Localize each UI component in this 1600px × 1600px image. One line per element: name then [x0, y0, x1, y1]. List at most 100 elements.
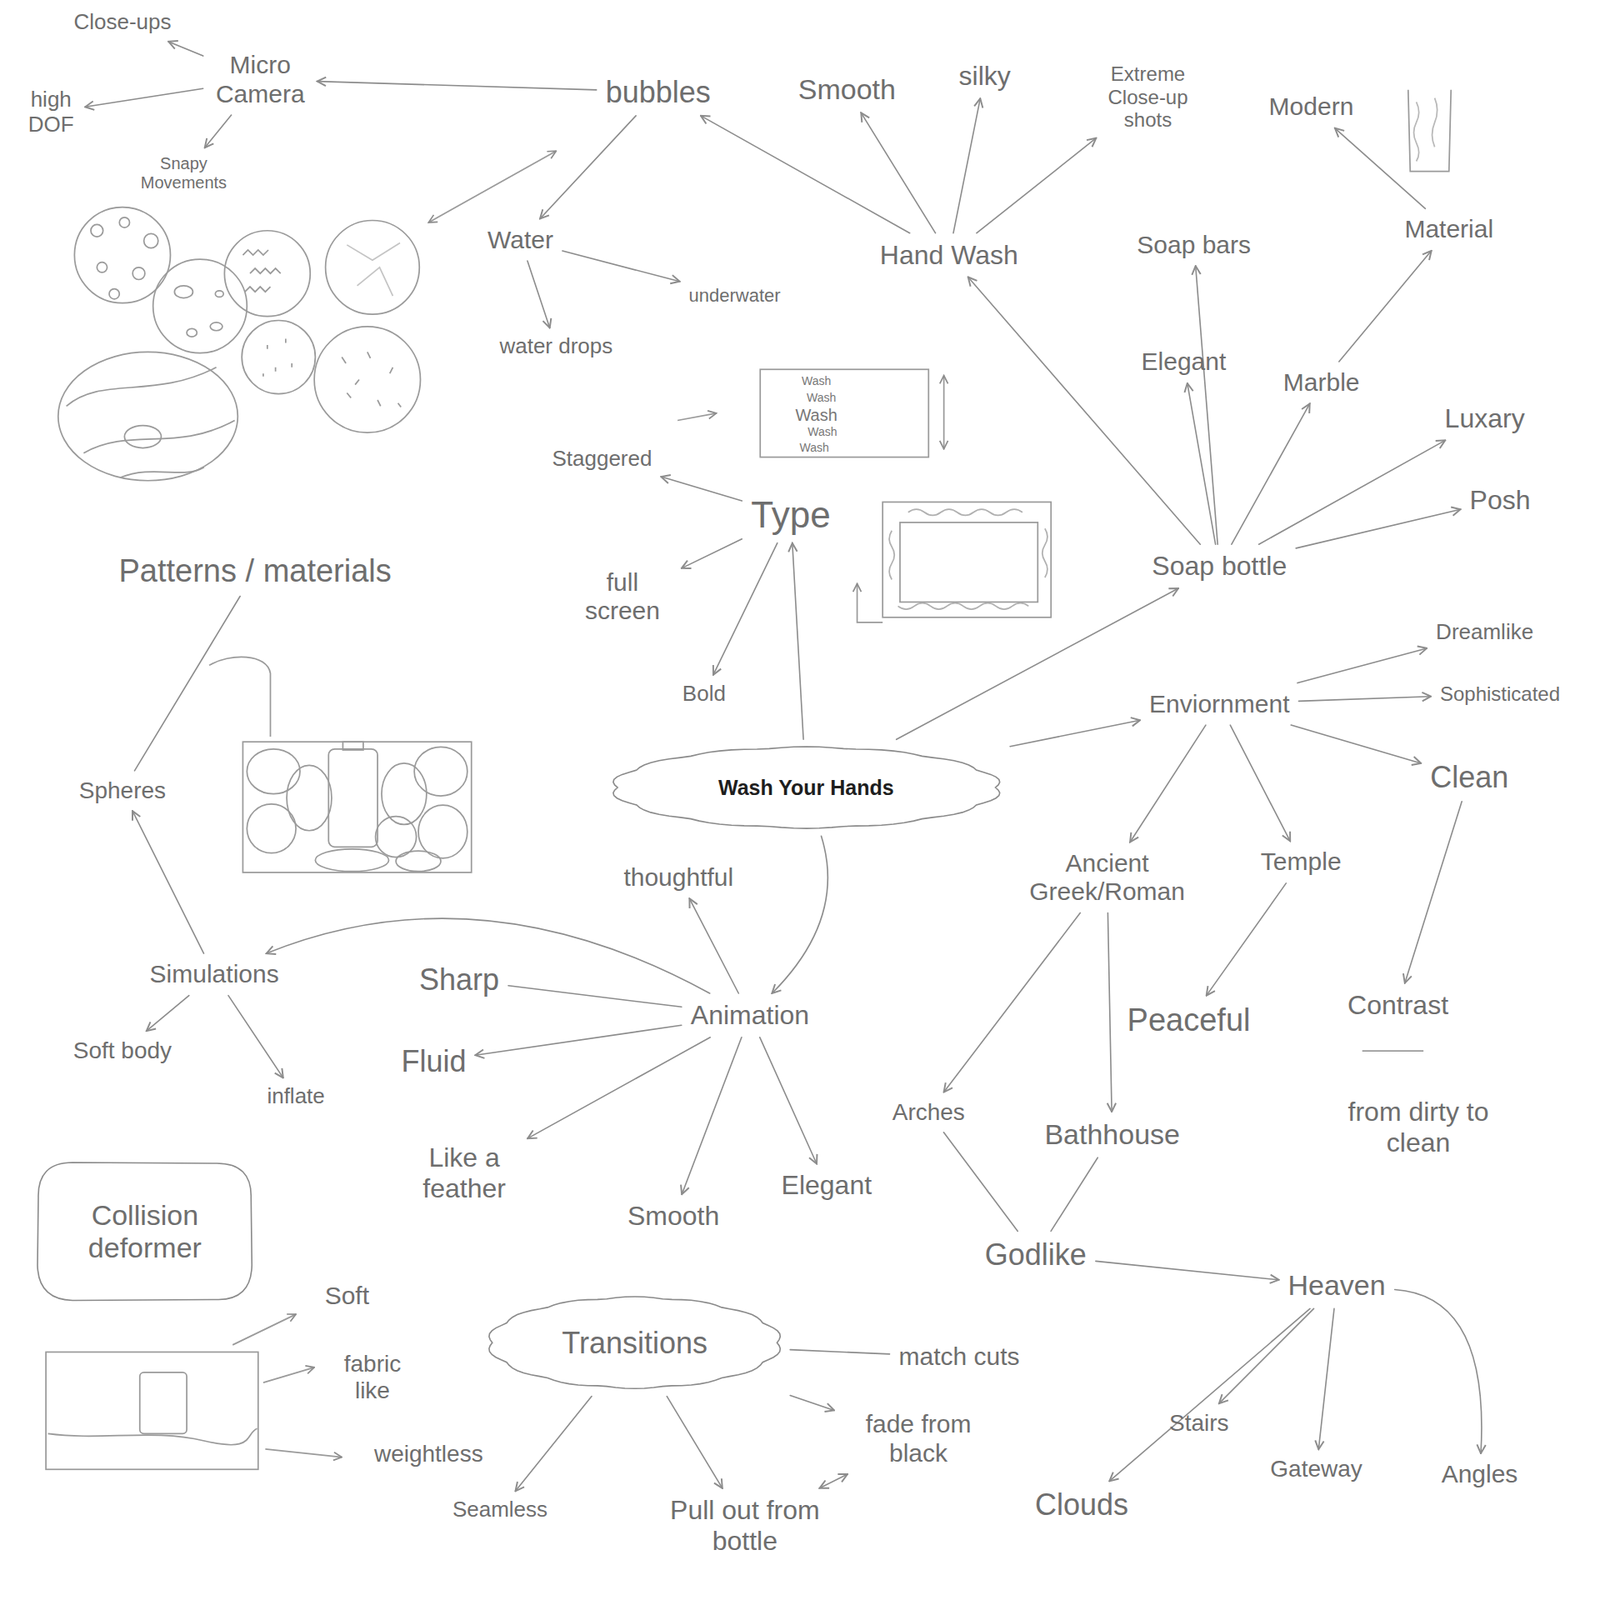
mind-map-word: Ancient Greek/Roman — [1007, 847, 1208, 909]
bracket — [209, 656, 270, 737]
connector-arrow — [681, 1037, 742, 1195]
connector-arrow — [1295, 509, 1460, 549]
type-frame-sketch — [760, 369, 929, 457]
shape-outline-path — [489, 1296, 780, 1389]
connector-arrow — [689, 898, 739, 994]
node-text: Material — [1404, 215, 1494, 245]
connector-arrow — [146, 995, 190, 1032]
connector-arrow — [475, 1025, 681, 1055]
node-text: Soft — [325, 1281, 370, 1311]
bubble-sketch — [325, 220, 420, 315]
node-text: weightless — [374, 1440, 484, 1468]
mind-map-word: from dirty to clean — [1310, 1095, 1527, 1160]
node-text: match cuts — [898, 1342, 1020, 1372]
connector-arrow — [700, 115, 910, 234]
connector-arrow — [896, 588, 1179, 740]
small-arrow — [677, 413, 717, 421]
node-text: Gateway — [1270, 1455, 1363, 1483]
node-text: Like a feather — [410, 1142, 519, 1205]
connector-arrow — [790, 1395, 835, 1411]
shape-outline-path — [37, 1162, 252, 1300]
node-text: full screen — [572, 568, 673, 626]
bubble-dot — [109, 289, 120, 300]
node-text: Collision deformer — [39, 1199, 250, 1265]
node-text: Staggered — [551, 446, 652, 472]
bubble-dot — [132, 267, 145, 280]
node-text: Peaceful — [1127, 1002, 1251, 1040]
connector-arrow — [1335, 128, 1426, 210]
node-text: Soap bottle — [1151, 550, 1287, 582]
connector-arrow — [1339, 250, 1432, 362]
connector-arrow — [132, 810, 205, 954]
connector-arrow — [1405, 801, 1462, 984]
connector-arrow — [1010, 720, 1140, 747]
node-text: Transitions — [561, 1325, 708, 1360]
sketch-label: Wash — [795, 405, 837, 425]
sphere-sketch — [414, 746, 468, 796]
mind-map-word: Dreamlike — [1431, 618, 1538, 647]
connector-arrow — [1230, 725, 1290, 841]
idea-cloud: Transitions — [484, 1294, 785, 1391]
bubble-dot — [119, 217, 130, 228]
connector-arrow — [1195, 265, 1219, 545]
bubble-blob — [124, 425, 161, 449]
mind-map-word: Smooth — [794, 71, 900, 108]
node-text: Angles — [1441, 1460, 1519, 1490]
connector-arrow — [1290, 725, 1421, 764]
node-text: Clouds — [1035, 1487, 1129, 1522]
sphere-sketch — [246, 749, 300, 795]
bubble-blob — [215, 290, 224, 297]
sketch-label: Wash — [807, 425, 837, 439]
bubble-blob — [210, 322, 223, 331]
bottle-sketch — [328, 749, 378, 848]
bubble-sketch — [241, 320, 315, 394]
node-text: Heaven — [1287, 1269, 1385, 1302]
mind-map-word: Like a feather — [405, 1140, 523, 1206]
connector-arrow — [760, 1037, 817, 1165]
mind-map-word: water drops — [495, 332, 617, 361]
node-text: Ancient Greek/Roman — [1011, 849, 1204, 907]
connector-arrow — [135, 596, 241, 771]
node-text: Modern — [1269, 92, 1355, 122]
node-text: Dreamlike — [1435, 620, 1534, 645]
node-text: Spheres — [79, 777, 166, 805]
node-text: Arches — [892, 1099, 965, 1126]
small-arrow — [232, 1314, 296, 1345]
ground-line — [48, 1428, 258, 1445]
node-text: Sharp — [419, 962, 500, 997]
connector-arrow — [1187, 383, 1216, 545]
mind-map-word: Spheres — [75, 775, 170, 806]
mind-map-word: Fluid — [396, 1042, 470, 1080]
mind-map-word: silky — [955, 59, 1015, 94]
node-text: Bold — [682, 681, 726, 707]
bubble-crackle — [346, 242, 400, 296]
idea-cloud: Wash Your Hands — [607, 744, 1006, 831]
bubble-dot — [90, 224, 104, 237]
connector-arrow — [660, 476, 742, 501]
node-text: Fluid — [400, 1044, 466, 1079]
node-text: inflate — [266, 1084, 325, 1110]
node-text: Godlike — [985, 1237, 1087, 1272]
up-arrow — [857, 583, 884, 623]
mind-map-word: Patterns / materials — [114, 551, 395, 592]
node-text: high DOF — [25, 87, 76, 138]
mind-map-word: Gateway — [1265, 1454, 1367, 1485]
node-text: thoughtful — [623, 863, 734, 893]
sphere-sketch — [246, 804, 296, 854]
sketch-label: Wash — [801, 375, 831, 388]
connector-arrow — [681, 539, 742, 569]
connector-arrow — [527, 260, 550, 328]
mind-map-word: Soap bars — [1132, 229, 1255, 262]
bubble-ticks — [341, 351, 401, 407]
node-text: Seamless — [452, 1497, 548, 1523]
node-text: silky — [959, 60, 1011, 92]
mind-map-word: Water — [483, 224, 558, 257]
node-text: fabric like — [335, 1350, 410, 1405]
mind-map-word: Material — [1400, 213, 1498, 246]
bubble-sketch — [153, 259, 248, 354]
node-text: Soft body — [73, 1037, 172, 1065]
mind-map-word: weightless — [370, 1439, 488, 1470]
connector-arrow — [1109, 1308, 1310, 1481]
connector-arrow — [1231, 403, 1310, 545]
